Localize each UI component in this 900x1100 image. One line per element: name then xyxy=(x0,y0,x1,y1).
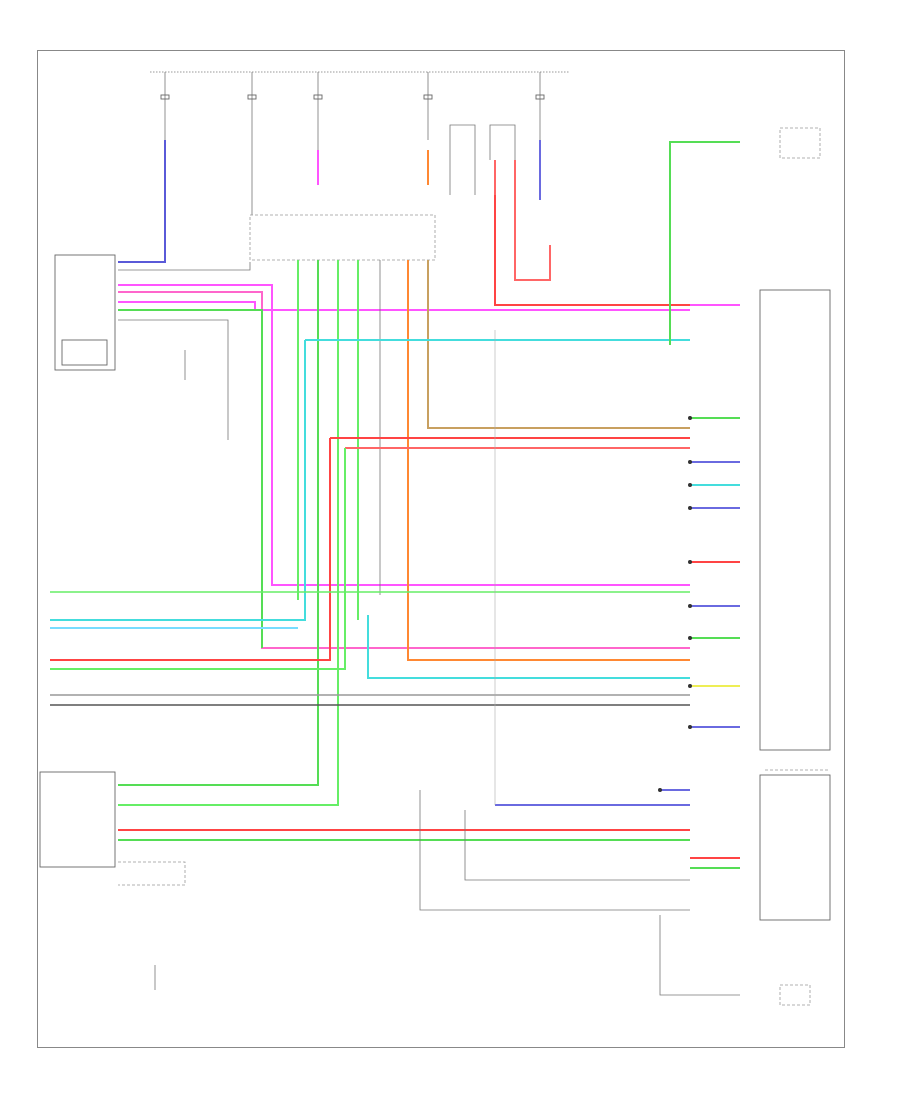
red-wires xyxy=(50,195,690,841)
generator-block xyxy=(659,915,811,1006)
fuse-1-symbol xyxy=(160,72,170,140)
misc-connectors xyxy=(118,330,690,990)
shift-lock-ecu-outline xyxy=(779,127,821,159)
diagram-frame xyxy=(37,50,845,1048)
steering-lock-ecu-block xyxy=(54,254,116,371)
fuse-wires xyxy=(118,140,551,281)
smart-key-ecu-block xyxy=(669,127,831,751)
smart-key-stubs xyxy=(690,304,740,728)
steering-lock-wires xyxy=(118,262,690,649)
right-bracket xyxy=(765,749,830,771)
engine-switch-block xyxy=(39,771,116,868)
main-body-ecu-outline xyxy=(249,214,436,261)
generator-outline xyxy=(779,984,811,1006)
smart-key-ecu-outline xyxy=(759,289,831,751)
pin-markers xyxy=(658,416,692,792)
gray-wires xyxy=(50,591,690,706)
fuse-group xyxy=(160,72,545,160)
fuse-3-symbol xyxy=(313,72,323,150)
fuse-2-symbol xyxy=(247,72,257,150)
steering-lock-ecu-outline xyxy=(54,254,116,371)
engine-control-module-outline xyxy=(759,774,831,921)
cyan-wires xyxy=(50,339,690,679)
main-body-ecu-block xyxy=(249,214,436,261)
fuse-4-symbol xyxy=(423,72,433,140)
fuse-5-symbol xyxy=(535,72,545,140)
body-ecu-wires xyxy=(118,260,690,806)
engine-switch-outline xyxy=(39,771,116,868)
engine-control-module-block xyxy=(495,774,831,921)
